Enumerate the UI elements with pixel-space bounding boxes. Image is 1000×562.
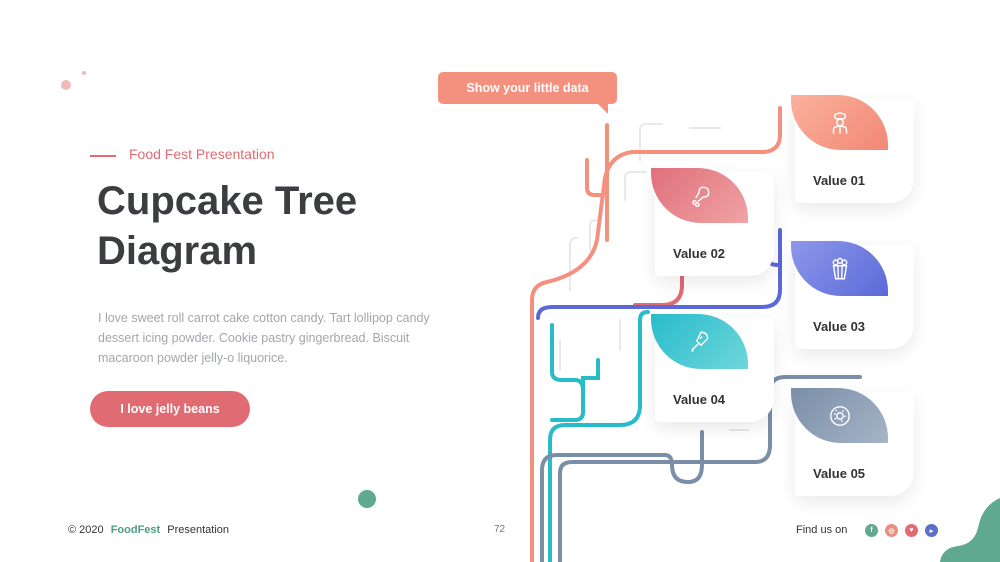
jelly-beans-button[interactable]: I love jelly beans <box>90 391 250 427</box>
value-card-leaf <box>791 95 888 150</box>
data-callout-tail <box>598 104 608 114</box>
value-card-label: Value 01 <box>813 173 866 188</box>
value-card-label: Value 03 <box>813 319 866 334</box>
popcorn-icon <box>832 257 847 279</box>
copyright-year: © 2020 <box>68 524 104 536</box>
tree-branch-teal <box>550 358 600 422</box>
value-card-leaf <box>791 388 888 443</box>
value-card-label: Value 05 <box>813 466 866 481</box>
facebook-icon[interactable]: f <box>865 524 878 537</box>
data-callout: Show your little data <box>438 72 617 104</box>
value-card-leaf <box>791 241 888 296</box>
slide-body-text: I love sweet roll carrot cake cotton can… <box>98 311 430 365</box>
decor-dot-small <box>82 71 86 75</box>
tree-branch-red <box>633 248 684 307</box>
instagram-icon[interactable]: ◎ <box>885 524 898 537</box>
value-card-04[interactable]: Value 04 <box>651 314 774 422</box>
value-card-02[interactable]: Value 02 <box>651 168 774 276</box>
page-number: 72 <box>494 524 506 535</box>
tree-branch-salmon <box>530 106 782 562</box>
footer-copyright: © 2020 FoodFest Presentation <box>68 524 229 536</box>
value-card-leaf <box>651 314 748 369</box>
youtube-icon[interactable]: ▸ <box>925 524 938 537</box>
popsicle-icon <box>690 331 708 352</box>
donut-icon <box>829 405 850 426</box>
slide-title: Cupcake Tree Diagram <box>97 179 358 273</box>
chef-icon <box>832 111 847 134</box>
value-card-leaf <box>651 168 748 223</box>
decor-dot-large <box>61 80 71 90</box>
find-us-label: Find us on <box>796 524 848 536</box>
corner-blob-decor <box>940 498 1000 562</box>
tree-branch-slate <box>540 430 704 562</box>
value-card-01[interactable]: Value 01 <box>791 95 914 203</box>
value-card-label: Value 02 <box>673 246 726 261</box>
decor-dot-green <box>358 490 376 508</box>
footer-suffix: Presentation <box>167 524 230 536</box>
slide-subtitle: Food Fest Presentation <box>129 146 275 162</box>
subtitle-accent-line <box>90 155 116 157</box>
tree-branch-blue <box>536 228 782 320</box>
twitter-icon[interactable]: ♥ <box>905 524 918 537</box>
footer-brand: FoodFest <box>110 524 161 536</box>
drumstick-icon <box>691 186 709 207</box>
value-card-03[interactable]: Value 03 <box>791 241 914 349</box>
value-card-label: Value 04 <box>673 392 726 407</box>
value-card-05[interactable]: Value 05 <box>791 388 914 496</box>
